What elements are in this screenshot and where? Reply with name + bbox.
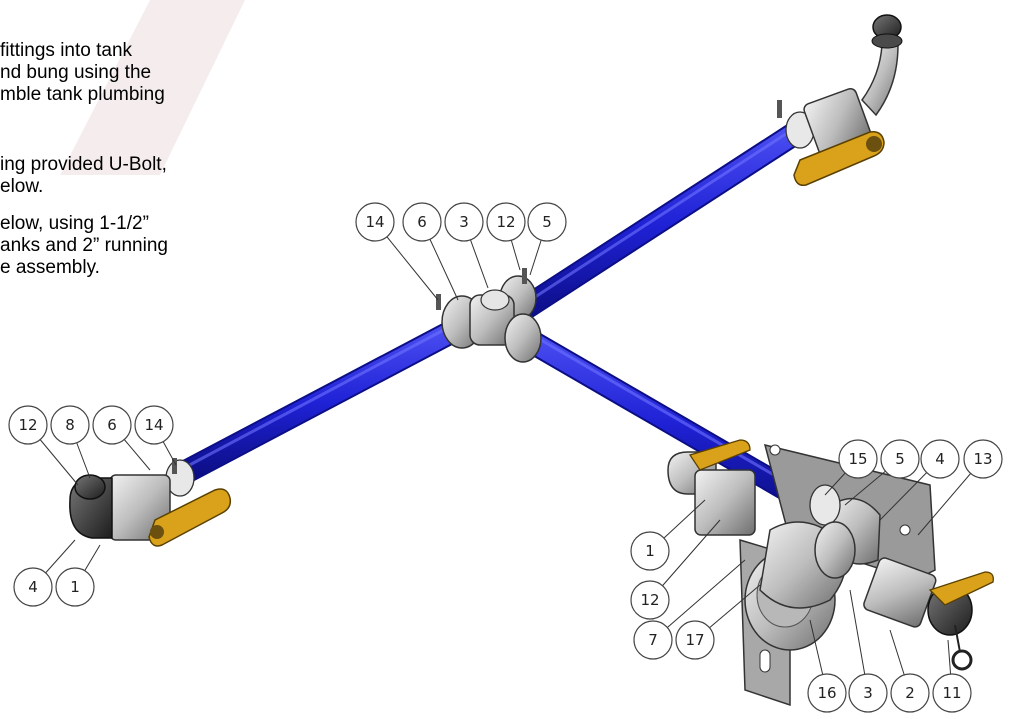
callout-bubble xyxy=(633,620,673,660)
instruction-line: e assembly. xyxy=(0,257,100,278)
instruction-line: elow. xyxy=(0,176,44,197)
callout-bubble xyxy=(55,567,95,607)
callout-bubble xyxy=(890,673,930,713)
callout-number: 7 xyxy=(648,631,658,649)
callout-bubble xyxy=(932,673,972,713)
callout-bubble xyxy=(92,405,132,445)
callout-bubble xyxy=(134,405,174,445)
lower-right-manifold-assembly xyxy=(667,439,994,707)
pipe-upper-right xyxy=(498,118,812,330)
callout-number: 16 xyxy=(817,684,836,702)
callout-bubble xyxy=(963,439,1003,479)
callout-bubble xyxy=(675,620,715,660)
callout-number: 2 xyxy=(905,684,915,702)
callout-group: 14 6 3 12 5 12 8 6 14 4 1 15 5 4 13 1 12 7 17 16 3 2 11 xyxy=(8,202,1003,713)
callout-number: 4 xyxy=(28,578,38,596)
instruction-block-2: ing provided U-Bolt, elow. xyxy=(0,154,167,198)
callout-bubble xyxy=(355,202,395,242)
callout-number: 3 xyxy=(459,213,469,231)
callout-number: 12 xyxy=(496,213,515,231)
callout-number: 1 xyxy=(70,578,80,596)
instruction-line: mble tank plumbing xyxy=(0,84,165,105)
callout-bubble xyxy=(630,580,670,620)
callout-number: 5 xyxy=(895,450,905,468)
callout-number: 12 xyxy=(640,591,659,609)
callout-bubble xyxy=(8,405,48,445)
watermark-shape xyxy=(60,0,245,175)
callout-bubble xyxy=(920,439,960,479)
callout-bubble xyxy=(807,673,847,713)
callout-number: 12 xyxy=(18,416,37,434)
callout-number: 4 xyxy=(935,450,945,468)
callout-number: 5 xyxy=(542,213,552,231)
callout-number: 11 xyxy=(942,684,961,702)
callout-bubble xyxy=(527,202,567,242)
callout-number: 14 xyxy=(365,213,384,231)
central-cross-fitting xyxy=(436,268,542,363)
callout-bubble xyxy=(486,202,526,242)
callout-number: 15 xyxy=(848,450,867,468)
instruction-block-1: fittings into tank nd bung using the mbl… xyxy=(0,40,165,106)
instruction-line: fittings into tank xyxy=(0,40,133,61)
instruction-line: nd bung using the xyxy=(0,62,152,83)
instruction-line: anks and 2” running xyxy=(0,235,168,256)
callout-number: 6 xyxy=(107,416,117,434)
pipe-left xyxy=(168,318,467,487)
callout-bubble xyxy=(630,531,670,571)
callout-bubble xyxy=(880,439,920,479)
callout-bubble xyxy=(50,405,90,445)
upper-valve-handle xyxy=(793,130,885,187)
instruction-line: elow, using 1-1/2” xyxy=(0,213,149,234)
callout-bubble xyxy=(838,439,878,479)
callout-number: 14 xyxy=(144,416,163,434)
left-valve-assembly xyxy=(69,458,232,547)
instruction-block-3: elow, using 1-1/2” anks and 2” running e… xyxy=(0,213,168,279)
callout-number: 6 xyxy=(417,213,427,231)
callout-number: 17 xyxy=(685,631,704,649)
callout-bubble xyxy=(402,202,442,242)
callout-number: 3 xyxy=(863,684,873,702)
instruction-line: ing provided U-Bolt, xyxy=(0,154,167,175)
left-valve-handle xyxy=(148,488,232,547)
upper-right-valve-assembly xyxy=(777,14,903,187)
callout-bubble xyxy=(444,202,484,242)
callout-bubble xyxy=(13,567,53,607)
callout-leader xyxy=(652,559,746,641)
callout-bubble xyxy=(848,673,888,713)
callout-number: 1 xyxy=(645,542,655,560)
callout-number: 13 xyxy=(973,450,992,468)
callout-number: 8 xyxy=(65,416,75,434)
